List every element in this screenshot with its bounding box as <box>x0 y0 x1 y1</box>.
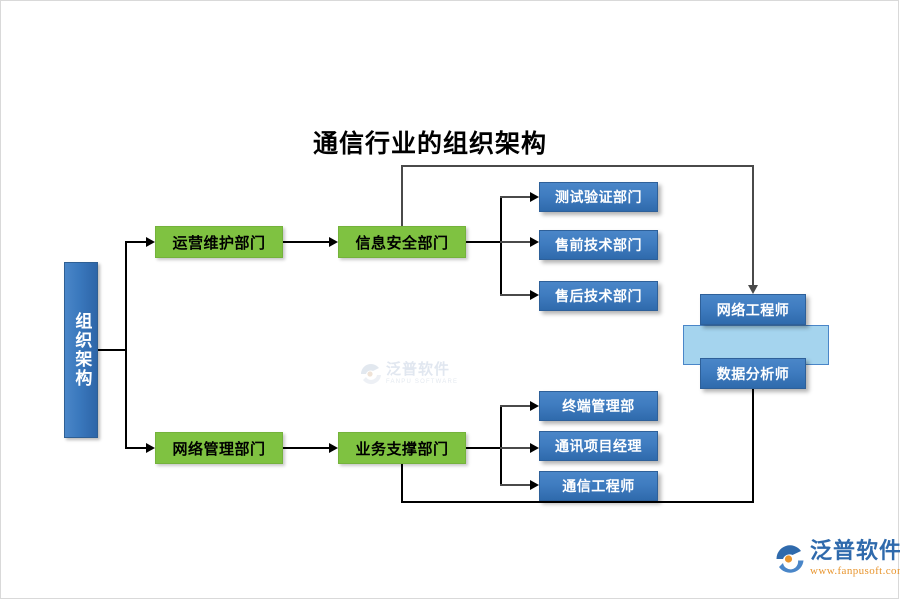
node-root-organization[interactable]: 组织架构 <box>64 262 98 438</box>
brand-logo-icon <box>775 544 805 574</box>
node-aftersale-tech[interactable]: 售后技术部门 <box>539 281 658 311</box>
node-terminal-management[interactable]: 终端管理部 <box>539 391 658 421</box>
connector-infosec-top-horizontal <box>401 165 754 167</box>
node-network-management-label: 网络管理部门 <box>172 440 266 458</box>
connector-l1-to-l2-upper <box>283 241 329 243</box>
connector-bizsupport-spine <box>500 405 502 486</box>
node-root-label: 组织架构 <box>72 312 92 388</box>
node-business-support[interactable]: 业务支撑部门 <box>338 432 466 464</box>
connector-root-to-l1-upper <box>125 241 146 243</box>
node-operation-maintenance-label: 运营维护部门 <box>172 234 266 252</box>
connector-to-network-engineer-vertical <box>752 165 754 286</box>
connector-infosec-spine <box>500 196 502 296</box>
connector-bizsupport-to-pm <box>500 447 530 449</box>
connector-infosec-to-test <box>500 196 530 198</box>
connector-bizsupport-to-commeng <box>500 484 530 486</box>
brand-logo-url: www.fanpusoft.com <box>810 565 900 577</box>
connector-infosec-to-presale <box>500 241 530 243</box>
watermark-cn: 泛普软件 <box>386 361 451 378</box>
node-data-analyst[interactable]: 数据分析师 <box>700 358 806 389</box>
node-communication-engineer-label: 通信工程师 <box>562 478 635 494</box>
node-business-support-label: 业务支撑部门 <box>355 440 449 458</box>
connector-root-stem <box>98 349 126 351</box>
arrowhead-bizsupport-to-commeng <box>530 480 539 490</box>
connector-infosec-up-vertical <box>401 165 403 226</box>
connector-l1-to-l2-lower <box>283 447 329 449</box>
arrowhead-root-to-l1-lower <box>146 443 155 453</box>
node-operation-maintenance[interactable]: 运营维护部门 <box>155 226 283 258</box>
arrowhead-infosec-to-test <box>530 192 539 202</box>
watermark-en: FANPU SOFTWARE <box>386 379 459 385</box>
arrowhead-l1-to-l2-upper <box>329 237 338 247</box>
watermark-logo-icon <box>360 363 382 385</box>
brand-logo-text-group: 泛普软件 www.fanpusoft.com <box>810 538 900 578</box>
node-information-security-label: 信息安全部门 <box>355 234 449 252</box>
connector-infosec-stem <box>466 241 502 243</box>
node-data-analyst-label: 数据分析师 <box>716 365 790 382</box>
connector-root-to-l1-lower <box>125 447 146 449</box>
connector-root-spine <box>125 241 127 449</box>
arrowhead-bizsupport-to-terminal <box>530 401 539 411</box>
connector-bizsupport-down-vertical <box>401 464 403 503</box>
node-communication-pm-label: 通讯项目经理 <box>555 438 642 454</box>
brand-logo-cn: 泛普软件 <box>810 538 900 563</box>
arrowhead-l1-to-l2-lower <box>329 443 338 453</box>
connector-bizsupport-stem <box>466 447 502 449</box>
arrowhead-to-network-engineer <box>748 285 758 294</box>
arrowhead-bizsupport-to-pm <box>530 443 539 453</box>
watermark: 泛普软件 FANPU SOFTWARE <box>360 362 470 385</box>
node-network-management[interactable]: 网络管理部门 <box>155 432 283 464</box>
connector-to-data-analyst-vertical <box>752 388 754 503</box>
connector-infosec-to-aftersale <box>500 294 530 296</box>
connector-bizsupport-to-terminal <box>500 405 530 407</box>
node-information-security[interactable]: 信息安全部门 <box>338 226 466 258</box>
page-title: 通信行业的组织架构 <box>312 130 547 158</box>
node-presale-tech-label: 售前技术部门 <box>555 237 642 253</box>
node-test-verification-label: 测试验证部门 <box>555 189 642 205</box>
arrowhead-infosec-to-presale <box>530 237 539 247</box>
node-communication-engineer[interactable]: 通信工程师 <box>539 471 658 501</box>
arrowhead-root-to-l1-upper <box>146 237 155 247</box>
watermark-text-group: 泛普软件 FANPU SOFTWARE <box>386 362 458 385</box>
node-terminal-management-label: 终端管理部 <box>562 398 635 414</box>
node-communication-pm[interactable]: 通讯项目经理 <box>539 431 658 461</box>
node-test-verification[interactable]: 测试验证部门 <box>539 182 658 212</box>
arrowhead-infosec-to-aftersale <box>530 290 539 300</box>
node-network-engineer-label: 网络工程师 <box>716 301 790 318</box>
node-network-engineer[interactable]: 网络工程师 <box>700 294 806 325</box>
node-aftersale-tech-label: 售后技术部门 <box>555 288 642 304</box>
connector-bizsupport-bottom-horizontal <box>401 501 754 503</box>
brand-logo: 泛普软件 www.fanpusoft.com <box>775 540 900 577</box>
node-presale-tech[interactable]: 售前技术部门 <box>539 230 658 260</box>
